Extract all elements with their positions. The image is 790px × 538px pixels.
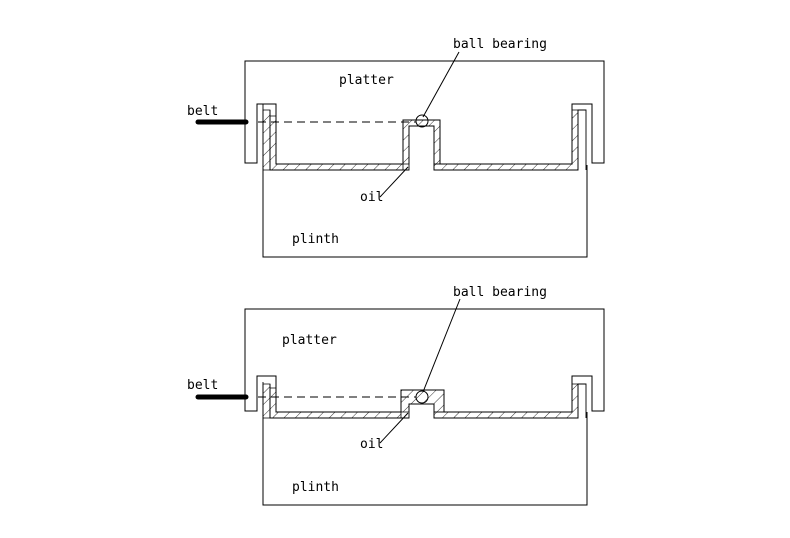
belt-label: belt: [187, 378, 218, 393]
platter-outline: [244, 60, 605, 165]
diagram-lower: platter plinth belt ball bearing oil: [187, 285, 605, 506]
oil-hatch-right: [433, 383, 579, 419]
oil-leader: [379, 412, 409, 444]
platter-label: platter: [339, 73, 394, 88]
oil-label: oil: [360, 190, 383, 205]
ball-bearing-label: ball bearing: [453, 285, 547, 300]
oil-hatch-spindle: [400, 389, 445, 413]
ball-bearing-leader: [422, 51, 460, 118]
oil-hatch-spindle: [402, 119, 441, 165]
oil-hatch-left-wall: [262, 383, 271, 419]
diagram-upper: platter plinth belt ball bearing oil: [187, 37, 605, 258]
plinth-outline: [262, 412, 588, 506]
oil-hatch-left-wall: [262, 109, 271, 171]
oil-leader: [379, 166, 409, 198]
plinth-label: plinth: [292, 232, 339, 247]
belt-label: belt: [187, 104, 218, 119]
platter-label: platter: [282, 333, 337, 348]
ball-bearing-icon: [415, 114, 429, 128]
oil-hatch-right: [433, 109, 579, 171]
ball-bearing-label: ball bearing: [453, 37, 547, 52]
oil-hatch-left: [269, 115, 404, 171]
plinth-outline: [262, 165, 588, 258]
plinth-label: plinth: [292, 480, 339, 495]
oil-label: oil: [360, 437, 383, 452]
oil-hatch-left: [269, 387, 402, 419]
ball-bearing-leader: [422, 298, 461, 393]
